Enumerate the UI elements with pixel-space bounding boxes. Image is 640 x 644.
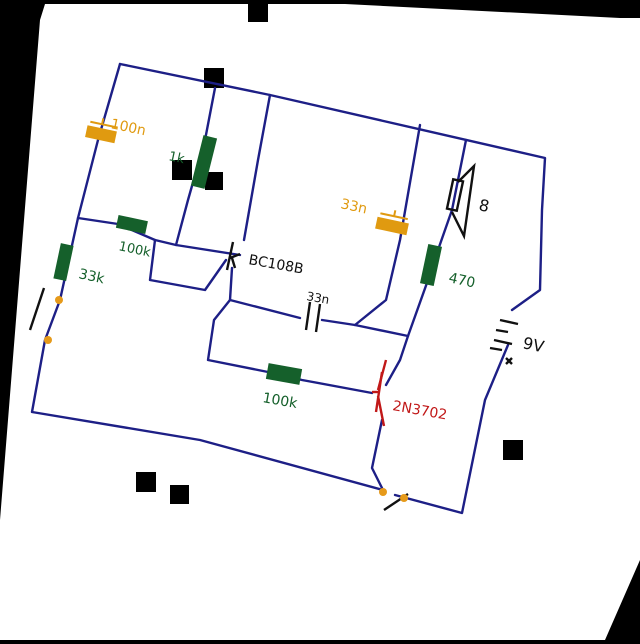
resistor-mid-left bbox=[115, 215, 148, 234]
occlusion-square bbox=[248, 2, 268, 22]
transistor-top-symbol bbox=[225, 241, 241, 271]
capacitor-top-left bbox=[85, 118, 118, 144]
paper-sheet bbox=[0, 4, 640, 640]
label-cap-right: 33n bbox=[339, 196, 368, 217]
label-cap-mid: 33n bbox=[305, 289, 330, 307]
capacitors bbox=[85, 118, 409, 236]
occlusion-square bbox=[503, 440, 523, 460]
resistor-left bbox=[53, 243, 74, 282]
occlusion-square bbox=[172, 160, 192, 180]
resistor-top-mid bbox=[190, 135, 218, 189]
label-res-top-mid: 1k bbox=[167, 149, 186, 167]
occlusion-square bbox=[170, 485, 189, 504]
label-res-bottom: 100k bbox=[261, 390, 299, 412]
switch-left bbox=[28, 287, 63, 344]
occlusion-square bbox=[205, 172, 223, 190]
battery-symbol bbox=[489, 318, 519, 365]
resistor-bottom bbox=[265, 363, 303, 385]
label-res-right: 470 bbox=[447, 270, 476, 291]
capacitor-right bbox=[375, 210, 409, 236]
occlusion-square bbox=[136, 472, 156, 492]
label-res-left: 33k bbox=[77, 266, 107, 287]
speaker-symbol bbox=[445, 162, 476, 240]
resistor-right bbox=[419, 243, 443, 287]
label-speaker: 8 bbox=[477, 195, 491, 216]
label-battery: 9V bbox=[521, 333, 546, 356]
label-res-mid-left: 100k bbox=[117, 239, 152, 260]
transistor-bottom-symbol bbox=[372, 359, 388, 427]
capacitor-mid bbox=[304, 301, 322, 333]
resistors bbox=[53, 135, 443, 385]
switch-bottom bbox=[379, 488, 409, 511]
label-cap-top-left: 100n bbox=[109, 116, 147, 139]
